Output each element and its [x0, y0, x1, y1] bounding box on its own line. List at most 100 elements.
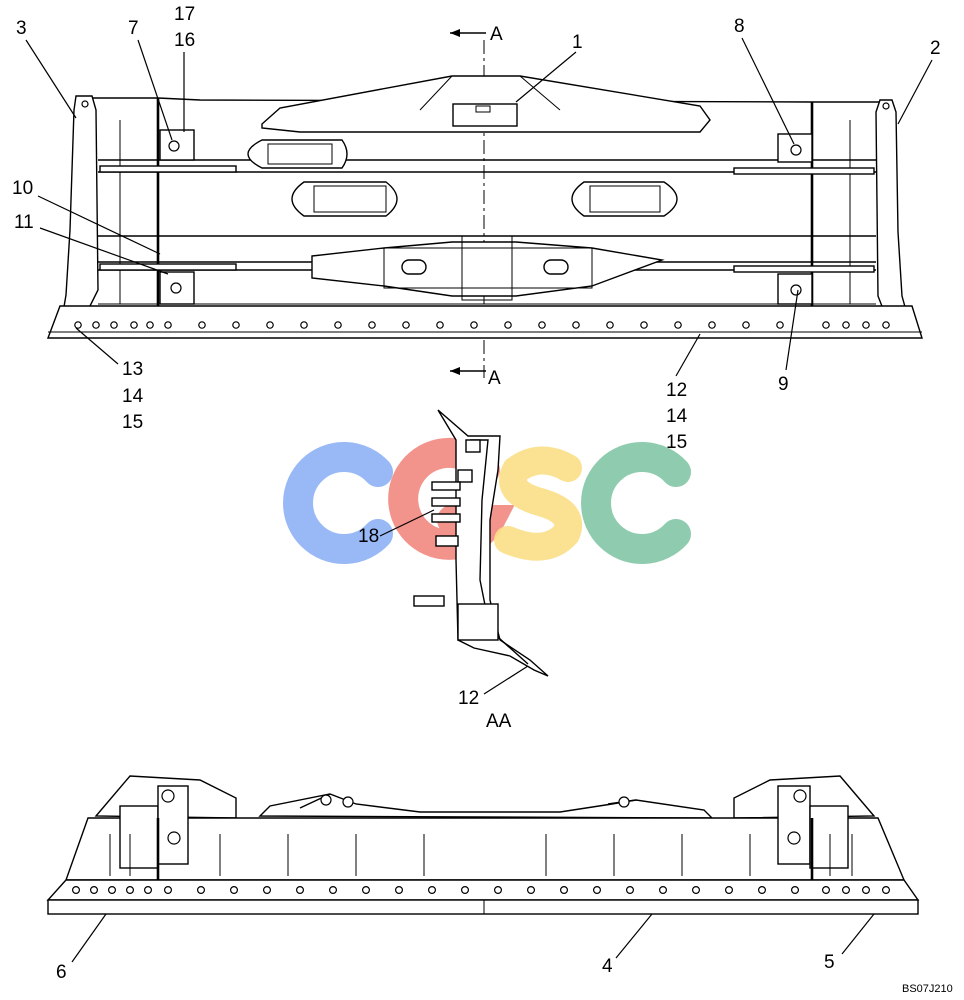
leader-5: [841, 913, 875, 955]
front-bolt: [625, 885, 634, 894]
bracket-upper-left: [159, 129, 195, 161]
edge-bolt: [164, 321, 172, 329]
edge-bolt: [842, 321, 850, 329]
front-bolt: [790, 885, 799, 894]
front-bolt: [144, 885, 153, 894]
edge-bolt: [742, 321, 750, 329]
drawing-code: BS07J210: [902, 983, 953, 995]
edge-bolt: [368, 321, 376, 329]
edge-bolt: [130, 321, 138, 329]
edge-bolt: [862, 321, 870, 329]
callout-3: 3: [16, 18, 27, 39]
right-end-hole: [882, 102, 890, 110]
bracket-lower-right-pin: [790, 284, 802, 296]
leader-7: [137, 39, 173, 141]
section-marker-bottom: A: [488, 368, 501, 389]
edge-bolt: [504, 321, 512, 329]
lower-center-slot-right: [543, 259, 569, 275]
edge-bolt: [232, 321, 240, 329]
upper-left-slot-inner: [267, 143, 333, 165]
front-right-block: [809, 805, 849, 869]
front-bolt: [821, 885, 830, 894]
front-bolt: [881, 885, 890, 894]
edge-bolt: [776, 321, 784, 329]
right-end-bit: [875, 99, 913, 333]
front-bolt: [125, 885, 134, 894]
center-mount-ribs: [419, 75, 561, 111]
moldboard-top-edge: [92, 97, 880, 103]
edge-bolt: [334, 321, 342, 329]
leader-12-top: [675, 333, 701, 377]
bracket-upper-right-pin: [790, 144, 802, 156]
left-end-bit: [59, 95, 99, 331]
middle-right-slot-inner: [589, 185, 661, 213]
front-bolt: [296, 885, 305, 894]
front-bolt: [197, 885, 206, 894]
section-bolt-2: [431, 497, 461, 507]
front-right-upper-hole: [793, 789, 807, 803]
leader-12-section: [483, 665, 529, 695]
callout-12-14: 14: [666, 406, 688, 427]
lower-center-mount-plate: [383, 247, 593, 289]
watermark-letter-4: [581, 442, 691, 564]
center-mount-block: [452, 103, 518, 127]
edge-bolt: [74, 321, 82, 329]
edge-bolt: [572, 321, 580, 329]
front-edge-plate: [46, 879, 920, 901]
edge-bolt: [470, 321, 478, 329]
middle-left-slot-inner: [313, 185, 387, 213]
edge-bolt: [436, 321, 444, 329]
center-mount-slot: [475, 105, 491, 113]
bracket-lower-left-pin: [170, 282, 182, 294]
front-bolt: [230, 885, 239, 894]
leader-6: [71, 913, 107, 963]
front-bolt: [592, 885, 601, 894]
front-top-mount: [258, 793, 714, 819]
lower-center-slot-left: [401, 259, 427, 275]
section-marker-top: A: [490, 24, 503, 45]
front-bolt: [658, 885, 667, 894]
callout-2: 2: [930, 38, 941, 59]
front-bolt: [329, 885, 338, 894]
edge-bolt: [146, 321, 154, 329]
edge-bolt: [640, 321, 648, 329]
callout-8: 8: [734, 16, 745, 37]
left-lower-bar: [99, 263, 237, 271]
edge-bolt: [708, 321, 716, 329]
right-lower-bar: [733, 265, 875, 273]
leader-1: [515, 51, 577, 103]
callout-12-15: 15: [666, 432, 687, 453]
section-bracket: [435, 535, 459, 547]
callout-1: 1: [572, 32, 583, 53]
callout-10: 10: [12, 178, 33, 199]
front-bolt: [164, 885, 173, 894]
watermark-letter-1: [283, 442, 393, 564]
edge-bolt: [882, 321, 890, 329]
edge-bolt: [92, 321, 100, 329]
lower-center-mount: [311, 241, 665, 297]
front-top-pin-center: [342, 796, 354, 808]
section-bolt-3: [431, 513, 461, 523]
edge-bolt: [674, 321, 682, 329]
callout-4: 4: [602, 956, 613, 977]
front-bolt: [494, 885, 503, 894]
cutting-edge: [46, 305, 923, 339]
front-bolt: [691, 885, 700, 894]
middle-right-slot: [571, 181, 678, 217]
edge-bolt: [606, 321, 614, 329]
front-edge-bolts: [71, 885, 890, 894]
edge-bolt: [822, 321, 830, 329]
right-upper-bar: [733, 167, 875, 175]
callout-11: 11: [14, 212, 34, 233]
bracket-upper-right: [777, 133, 813, 163]
front-top-pin-right: [618, 796, 630, 808]
leader-18: [379, 509, 435, 537]
front-bolt: [362, 885, 371, 894]
front-bolt: [71, 885, 80, 894]
cutting-edge-bolts: [74, 321, 890, 329]
section-bolt-1: [431, 481, 461, 491]
leader-2: [897, 59, 933, 125]
leader-8: [741, 37, 795, 145]
front-bolt: [861, 885, 870, 894]
